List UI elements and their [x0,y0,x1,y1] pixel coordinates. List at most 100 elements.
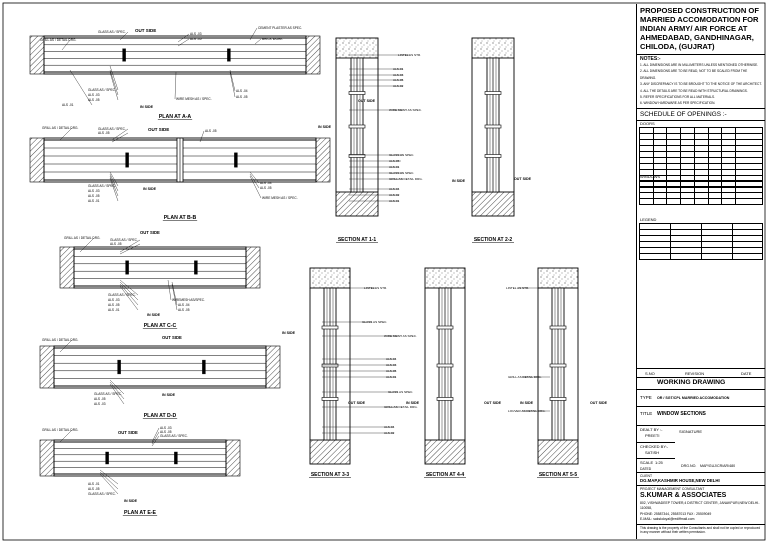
side-label: IN SIDE [406,401,420,405]
side-label: OUT SIDE [148,127,169,132]
side-label: OUT SIDE [484,401,502,405]
callout-label: ALS-01 [389,165,400,169]
callout-label: ALS-05 [393,78,404,82]
plan-title: PLAN AT A-A [159,114,192,120]
schedule-cell [707,198,723,205]
rect [537,267,579,289]
checked-by-label: CHECKED BY:- [640,444,669,449]
windows-heading: WINDOWS [640,174,661,179]
callout-label: ALS-01 [393,67,404,71]
callout-label: GLASS AS / SPEC. [94,392,122,396]
side-label: OUT SIDE [135,28,156,33]
schedule-cell [735,198,763,205]
firm-email: E-MAIL: sakskdoyal@rediffmail.com [640,517,695,521]
rect [549,397,567,401]
callout-label: ALS -05 [178,308,190,312]
rect [265,345,281,389]
side-label: IN SIDE [124,499,138,503]
callout-label: ALS -05 [110,242,122,246]
callout-label: ALS-02 [389,193,400,197]
rect [194,260,198,275]
legend-table [638,223,763,260]
note-item: 1. ALL DIMENSIONS ARE IN MILLIMETERS UNL… [640,63,759,67]
side-label: OUT SIDE [514,177,532,181]
line [174,71,177,100]
rect [335,191,379,217]
rect [245,246,261,289]
callout-label: GLASS AS / SPEC. [110,238,138,242]
callout-label: GLASS AS / SPEC. [160,434,188,438]
callout-label: ALS-05 [389,159,400,163]
callout-label: ALS -01 [88,199,100,203]
line [59,429,73,443]
line [59,339,73,353]
side-label: IN SIDE [452,179,466,183]
rect [436,325,454,330]
callout-label: GRILL AS DETAIL DRG. [389,177,423,181]
rect [424,267,466,289]
callout-label: ALS -03 [108,298,120,302]
section-title: SECTION AT 3-3 [311,472,350,478]
rect [484,154,502,158]
line [171,281,178,306]
callout-label: ALS -05 [108,303,120,307]
footer-note: This drawing is the property of the Cons… [640,526,761,534]
callout-label: GLASS AS SPEC. [388,390,413,394]
line [119,283,139,306]
callout-label: WIREMESH AS/SPEC. [172,298,205,302]
notes-list: 1. ALL DIMENSIONS ARE IN MILLIMETERS UNL… [640,62,762,107]
line [119,279,139,296]
rect [105,451,109,465]
line [69,69,93,106]
line [119,31,129,41]
callout-label: ALS -03 [88,93,100,97]
side-label: IN SIDE [318,125,332,129]
scale-label: SCALE [640,460,654,465]
callout-label: ALS -03 [190,32,202,36]
rect [348,124,366,129]
rect [202,359,206,375]
callout-label: LINTEL AS STR. [506,286,529,290]
line [167,279,172,301]
line [119,285,139,311]
callout-label: LINTEL AS STR. [364,286,387,290]
line [229,71,236,98]
note-item: 3. ANY DISCREPANCY IS TO BE BROUGHT TO T… [640,82,762,87]
consultant-label: PROJECT MANAGEMENT CONSULTANT [640,487,705,491]
firm-name: S.KUMAR & ASSOCIATES [640,492,727,499]
side-label: IN SIDE [147,313,161,317]
callout-label: ALS -01 [62,103,74,107]
line [109,177,119,202]
drawn-by: PREETI [645,433,660,438]
line [177,33,190,43]
callout-label: ALS -05 [160,430,172,434]
date-label: DATE [741,371,752,376]
rect [436,363,454,368]
schedule-cell [680,198,695,205]
type-label: TYPE [640,395,652,400]
side-label: IN SIDE [143,187,157,191]
callout-label: ALS -05 [236,95,248,99]
rect [122,48,126,62]
firm-address: 802, VISHWADEEP TOWER,4 DISTRICT CENTER,… [640,501,760,510]
side-label: OUT SIDE [590,401,608,405]
line [151,431,160,445]
line [109,171,119,187]
callout-label: ALS-03 [386,363,397,367]
rect [309,267,351,289]
schedule-cell [701,253,734,260]
callout-label: LOUVER AS DETAIL DRG. [508,409,546,413]
schedule-row [639,139,763,146]
rev-no-label: S.NO [645,371,655,376]
doors-heading: DOORS [640,121,655,126]
line [119,243,141,255]
callout-label: CEMENT PLASTER AS SPEC. [258,26,302,30]
callout-label: ALS -01 [88,482,100,486]
rect [53,439,227,477]
line [109,379,125,395]
rect [234,152,238,168]
line [119,239,141,253]
schedule-cell [638,253,672,260]
callout-label: GLASS AS SPEC. [362,320,387,324]
